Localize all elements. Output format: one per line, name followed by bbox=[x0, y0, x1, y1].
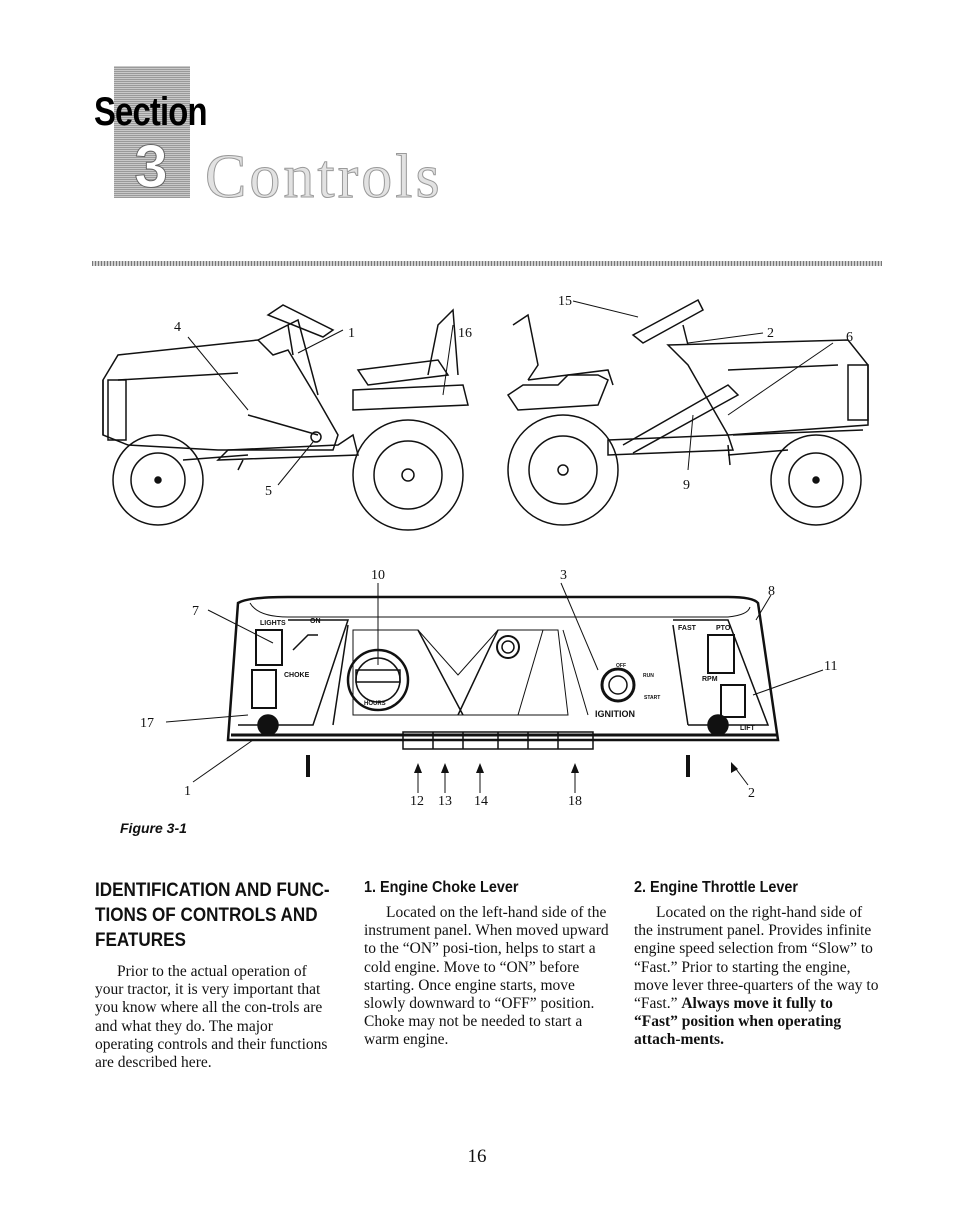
panel-label-choke: CHOKE bbox=[284, 672, 310, 679]
callout-1: 1 bbox=[348, 326, 355, 341]
throttle-text: Located on the right-hand side of the in… bbox=[634, 904, 879, 1013]
right-tractor-illustration bbox=[506, 298, 869, 526]
callout-13: 13 bbox=[438, 794, 452, 809]
callout-4: 4 bbox=[174, 320, 181, 335]
instrument-panel bbox=[226, 595, 780, 777]
callout-8: 8 bbox=[768, 584, 775, 599]
panel-label-ignition: IGNITION bbox=[595, 709, 635, 719]
intro-paragraph: Prior to the actual operation of your tr… bbox=[95, 963, 328, 1072]
callout-17: 17 bbox=[140, 716, 154, 731]
throttle-heading: 2. Engine Throttle Lever bbox=[634, 879, 799, 896]
header-rule bbox=[92, 261, 882, 266]
throttle-warning: Always move it fully to “Fast” position … bbox=[634, 995, 842, 1049]
section-heading: IDENTIFICATION AND FUNC-TIONS OF CONTROL… bbox=[95, 880, 330, 951]
panel-label-start: START bbox=[644, 695, 660, 701]
callout-18: 18 bbox=[568, 794, 582, 809]
left-tractor-illustration bbox=[102, 304, 469, 531]
panel-label-on: ON bbox=[310, 618, 321, 625]
panel-label-lights: LIGHTS bbox=[260, 620, 286, 627]
intro-column: IDENTIFICATION AND FUNC-TIONS OF CONTROL… bbox=[95, 878, 335, 1072]
callout-11: 11 bbox=[824, 659, 837, 674]
panel-label-rpm: RPM bbox=[702, 676, 718, 683]
callout-2-panel: 2 bbox=[748, 786, 755, 801]
section-word: Section bbox=[94, 90, 208, 134]
callout-14: 14 bbox=[474, 794, 488, 809]
throttle-column: 2. Engine Throttle Lever Located on the … bbox=[634, 878, 879, 1050]
choke-column: 1. Engine Choke Lever Located on the lef… bbox=[364, 878, 614, 1050]
choke-paragraph: Located on the left-hand side of the ins… bbox=[364, 904, 609, 1049]
panel-label-pto: PTO bbox=[716, 625, 731, 632]
callout-1-panel: 1 bbox=[184, 784, 191, 799]
callout-5: 5 bbox=[265, 484, 272, 499]
panel-label-fast: FAST bbox=[678, 625, 697, 632]
callout-12: 12 bbox=[410, 794, 424, 809]
callout-10: 10 bbox=[371, 568, 385, 583]
panel-label-run: RUN bbox=[643, 673, 654, 679]
callout-2: 2 bbox=[767, 326, 774, 341]
panel-label-off: OFF bbox=[616, 663, 626, 669]
panel-label-lift: LIFT bbox=[740, 725, 755, 732]
panel-label-hours: HOURS bbox=[364, 701, 386, 707]
throttle-paragraph: Located on the right-hand side of the in… bbox=[634, 904, 879, 1050]
callout-9: 9 bbox=[683, 478, 690, 493]
callout-15: 15 bbox=[558, 294, 572, 309]
callout-7: 7 bbox=[192, 604, 199, 619]
page-title: Controls bbox=[205, 143, 443, 211]
callout-3: 3 bbox=[560, 568, 567, 583]
leader-lines bbox=[165, 300, 834, 793]
controls-figure: LIGHTS ON CHOKE HOURS IGNITION OFF RUN S… bbox=[102, 294, 869, 809]
choke-heading: 1. Engine Choke Lever bbox=[364, 879, 519, 896]
section-shaded-block bbox=[114, 66, 190, 198]
figure-caption: Figure 3-1 bbox=[120, 820, 187, 836]
arrowheads bbox=[414, 762, 738, 773]
section-number: 3 bbox=[134, 133, 168, 200]
callout-16: 16 bbox=[458, 326, 472, 341]
page-number: 16 bbox=[467, 1146, 487, 1167]
callout-6: 6 bbox=[846, 330, 853, 345]
